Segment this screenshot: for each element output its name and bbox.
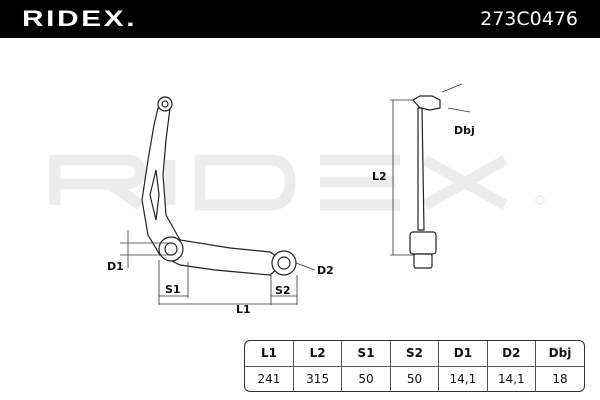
label-l2: L2 (372, 170, 387, 183)
spec-value: 50 (341, 366, 391, 391)
technical-drawing: D1 S1 L1 S2 D2 L2 Dbj (49, 83, 545, 316)
spec-header: S2 (390, 341, 440, 367)
control-arm-side-view (409, 95, 441, 269)
dimension-lines (120, 83, 471, 305)
label-d2: D2 (317, 264, 334, 277)
spec-header: D1 (438, 341, 488, 367)
label-dbj: Dbj (454, 124, 475, 137)
spec-header: L1 (245, 341, 294, 367)
header-bar: RIDEX. 273C0476 (0, 0, 600, 38)
spec-header: L2 (293, 341, 343, 367)
watermark-logo (49, 154, 545, 211)
label-l1: L1 (236, 303, 251, 316)
control-arm-front-view (141, 96, 297, 276)
part-number: 273C0476 (480, 8, 578, 30)
spec-value: 14,1 (487, 366, 537, 391)
label-d1: D1 (107, 260, 124, 273)
spec-value: 14,1 (438, 366, 488, 391)
spec-header: Dbj (535, 341, 584, 367)
spec-value: 241 (245, 366, 294, 391)
label-s2: S2 (275, 284, 291, 297)
spec-value-row: 241 315 50 50 14,1 14,1 18 (245, 366, 584, 391)
spec-header-row: L1 L2 S1 S2 D1 D2 Dbj (245, 341, 584, 367)
brand-logo: RIDEX. (22, 6, 138, 31)
spec-table: L1 L2 S1 S2 D1 D2 Dbj 241 315 50 50 14,1… (244, 340, 585, 392)
spec-header: S1 (341, 341, 391, 367)
spec-value: 18 (552, 371, 568, 386)
spec-value: 50 (390, 366, 440, 391)
spec-value: 315 (293, 366, 343, 391)
spec-header: D2 (487, 341, 537, 367)
label-s1: S1 (165, 283, 181, 296)
